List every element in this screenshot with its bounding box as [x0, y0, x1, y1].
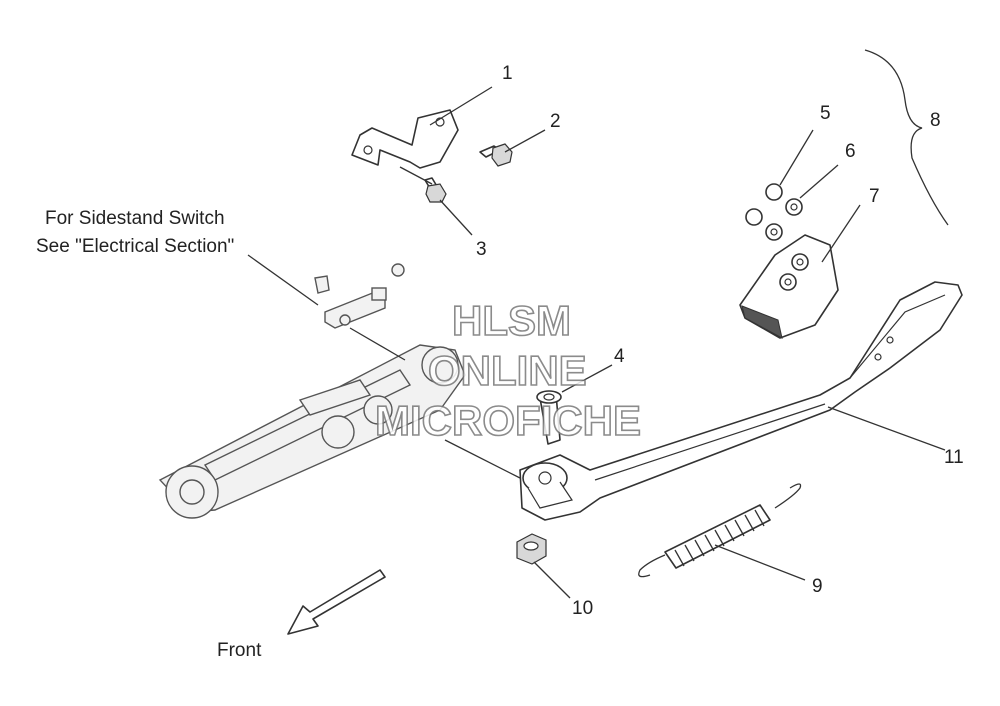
- callout-7: 7: [869, 186, 880, 207]
- part-3-bolt: [399, 166, 473, 236]
- callout-11: 11: [944, 447, 964, 468]
- note-line-2: See "Electrical Section": [36, 236, 234, 257]
- part-7-pad: [739, 204, 861, 339]
- spring-coils: [664, 504, 771, 569]
- callout-9: 9: [812, 576, 823, 597]
- part-8-brace: [864, 49, 949, 226]
- callout-10: 10: [572, 598, 593, 619]
- watermark-line-1: HLSM: [452, 297, 571, 344]
- callout-1: 1: [502, 63, 513, 84]
- note-leader: [247, 254, 319, 306]
- part-6-washer: [765, 164, 839, 241]
- callout-2: 2: [550, 111, 561, 132]
- callout-8: 8: [930, 110, 941, 131]
- part-4-pivot-bolt: [536, 364, 613, 445]
- front-label: Front: [217, 640, 262, 661]
- part-10-nut: [516, 533, 571, 599]
- watermark-line-3: MICROFICHE: [375, 397, 641, 444]
- callout-5: 5: [820, 103, 831, 124]
- part-9-spring: [638, 483, 806, 581]
- part-1-bracket: [351, 86, 493, 169]
- callout-6: 6: [845, 141, 856, 162]
- part-2-bolt: [479, 129, 546, 167]
- part-5-cap: [745, 129, 814, 226]
- part-11-sidestand: [444, 281, 963, 521]
- sidestand-switch: [314, 263, 406, 361]
- front-arrow: [287, 569, 386, 635]
- note-line-1: For Sidestand Switch: [45, 208, 225, 229]
- sidestand-bracket: [158, 344, 466, 519]
- callout-3: 3: [476, 239, 487, 260]
- callout-4: 4: [614, 346, 625, 367]
- watermark: HLSM ONLINE MICROFICHE: [374, 296, 642, 445]
- watermark-line-2: ONLINE: [428, 347, 587, 394]
